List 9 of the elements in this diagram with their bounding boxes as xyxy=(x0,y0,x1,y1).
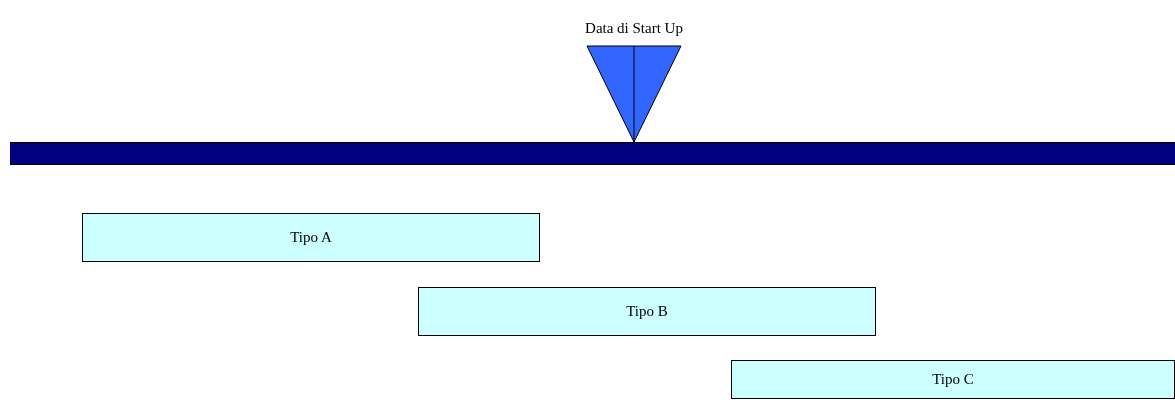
marker-label: Data di Start Up xyxy=(584,19,684,37)
phase-label: Tipo A xyxy=(290,229,332,246)
timeline-bar xyxy=(10,142,1175,165)
phase-label: Tipo C xyxy=(932,371,974,388)
phase-box xyxy=(418,287,876,336)
start-marker-triangle xyxy=(586,45,682,143)
phase-box xyxy=(82,213,540,262)
phase-box xyxy=(731,360,1175,399)
phase-label: Tipo B xyxy=(626,303,668,320)
